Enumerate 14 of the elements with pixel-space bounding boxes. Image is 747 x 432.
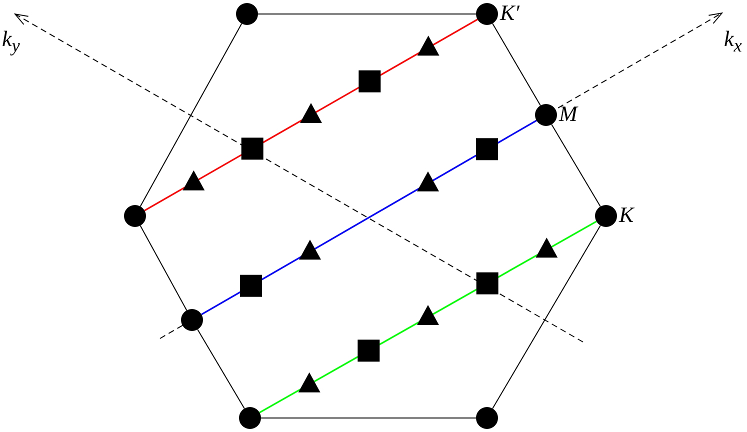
axis-label: k$_{x}$ xyxy=(724,26,742,58)
zone-boundary-line xyxy=(492,23,541,106)
zone-boundary-line xyxy=(140,23,242,207)
point-label: K′ xyxy=(500,0,520,26)
zone-boundary-line xyxy=(492,224,601,410)
point-label: M xyxy=(559,101,578,127)
path-line xyxy=(201,120,537,316)
zone-boundary-line xyxy=(551,124,601,208)
path-line xyxy=(144,18,478,212)
point-label: K xyxy=(619,202,634,228)
zone-boundary-line xyxy=(140,225,188,311)
zone-boundary-line xyxy=(197,328,245,410)
axis-label: k$_{y}$ xyxy=(2,26,20,58)
path-line xyxy=(259,220,597,414)
